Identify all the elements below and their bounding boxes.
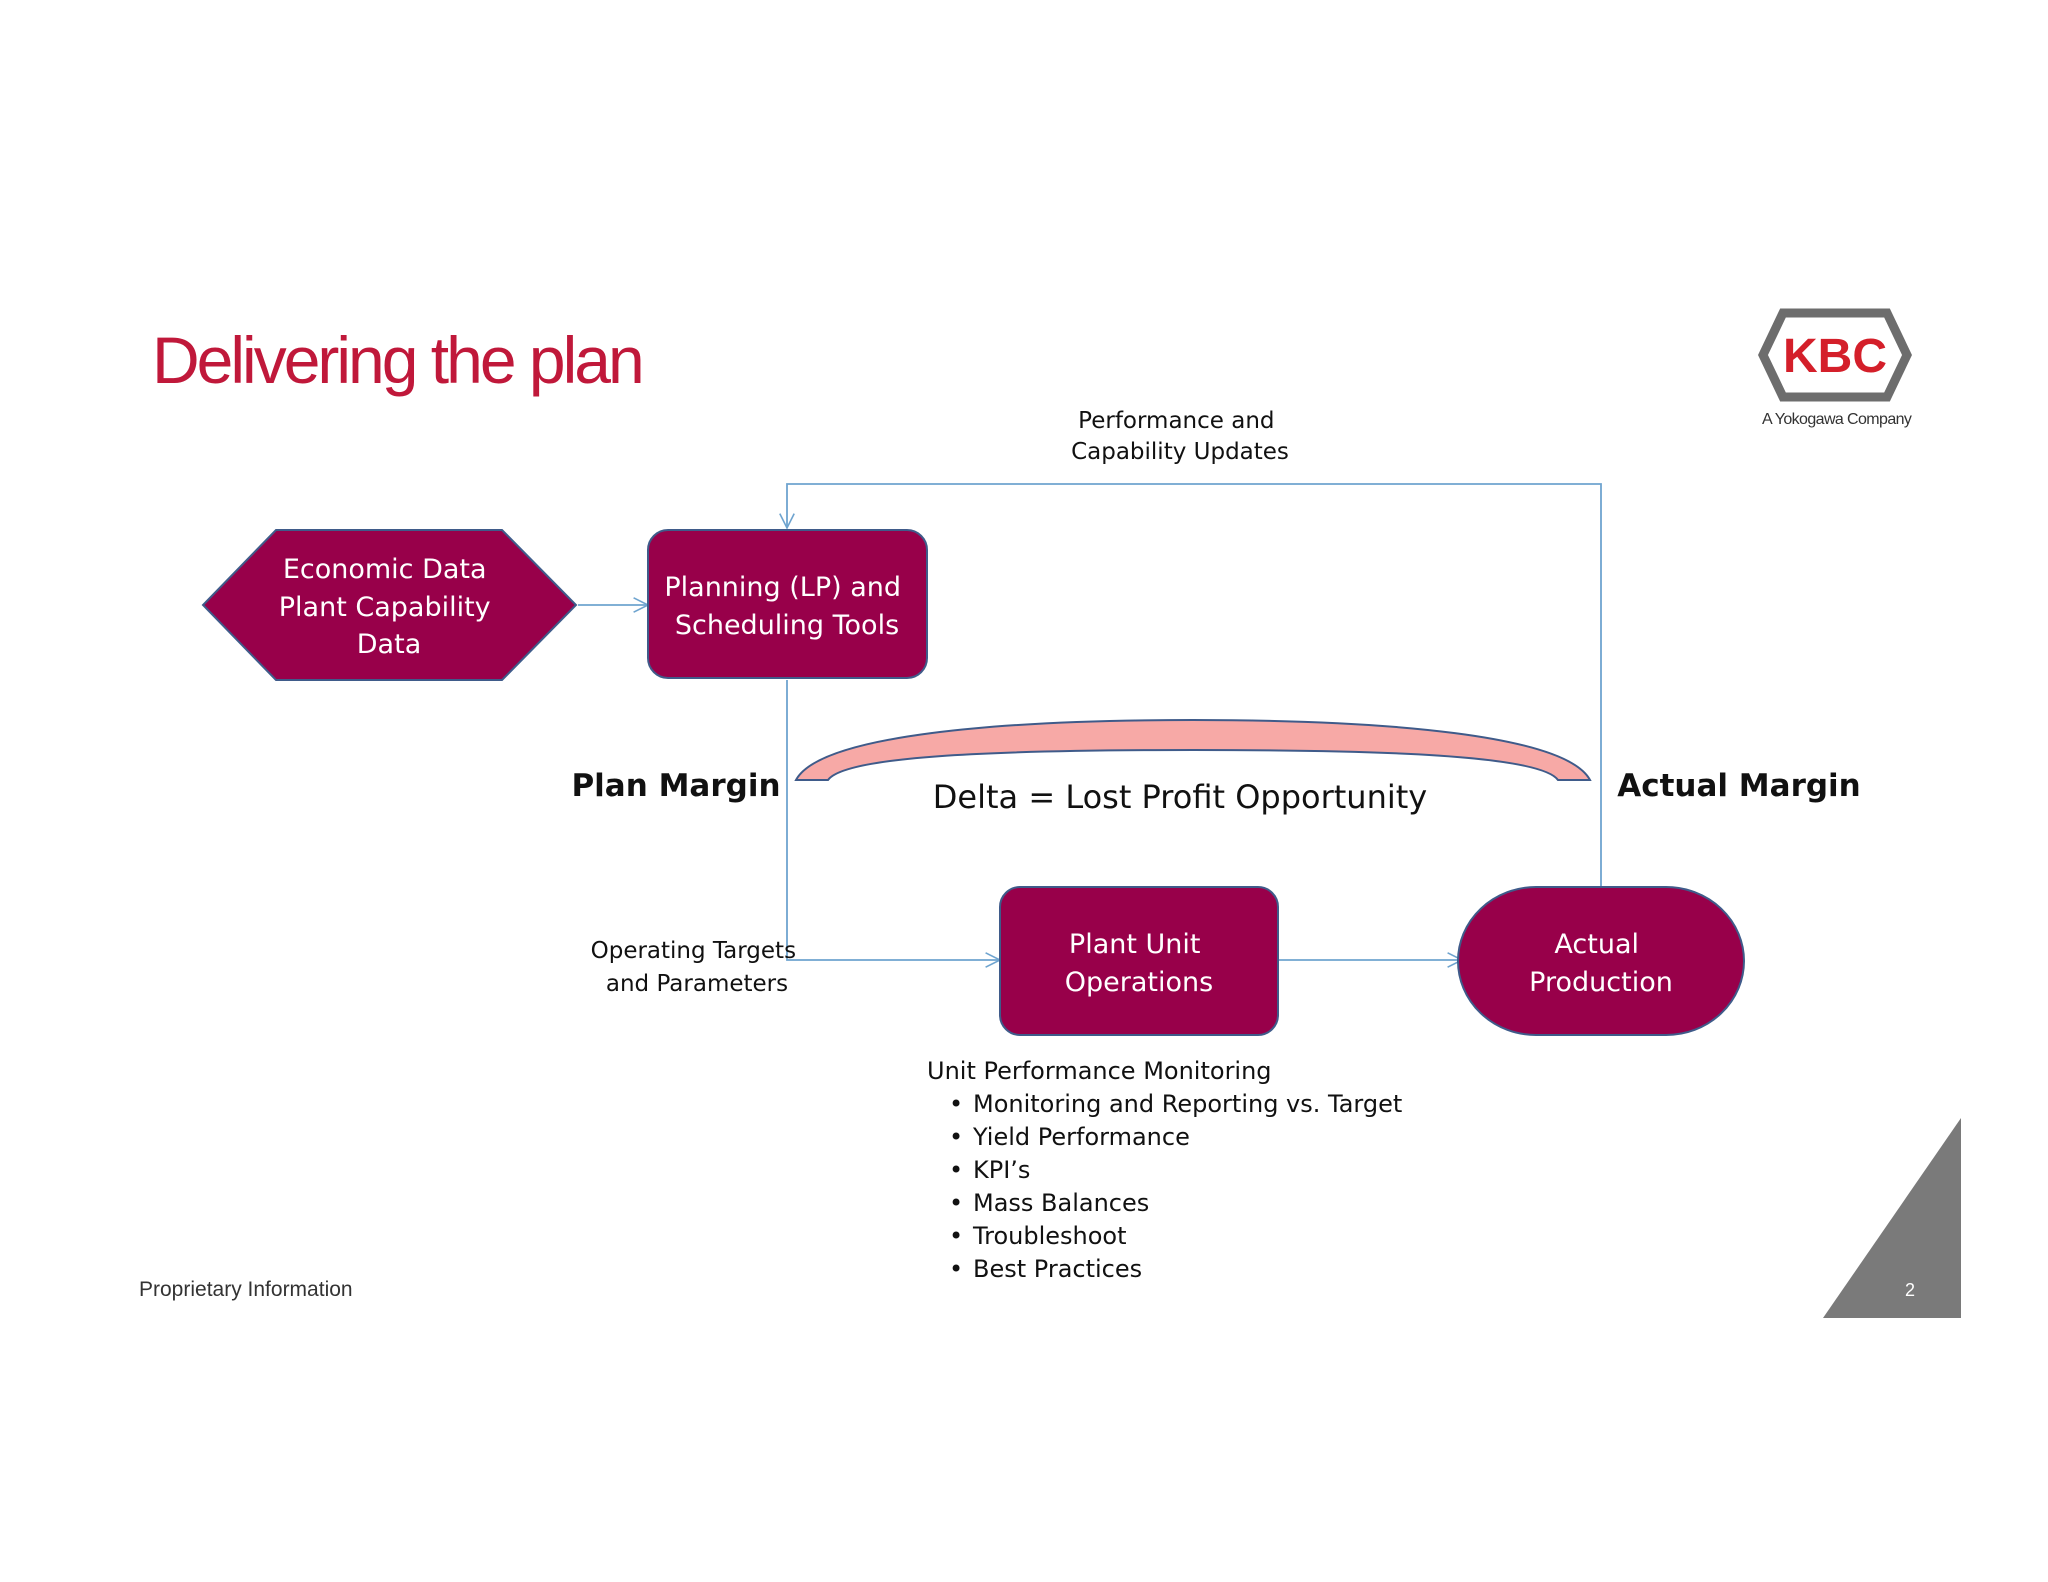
list-item: Yield Performance	[949, 1121, 1402, 1154]
monitoring-block: Unit Performance Monitoring Monitoring a…	[927, 1055, 1402, 1286]
list-item: Troubleshoot	[949, 1220, 1402, 1253]
feedback-label: Performance and Capability Updates	[1071, 408, 1289, 465]
monitoring-heading: Unit Performance Monitoring	[927, 1057, 1272, 1085]
connector-feedback-loop	[787, 483, 1602, 887]
kbc-logo-icon: KBC	[1758, 308, 1912, 402]
corner-triangle	[1823, 1118, 1961, 1318]
list-item: KPI’s	[949, 1154, 1402, 1187]
node-economic-data: Economic Data Plant Capability Data	[201, 529, 578, 681]
footer-proprietary: Proprietary Information	[139, 1278, 353, 1301]
node-plant-unit-operations: Plant Unit Operations	[999, 886, 1279, 1036]
monitoring-list: Monitoring and Reporting vs. Target Yiel…	[927, 1088, 1402, 1286]
node-actual-production-label: Actual Production	[1529, 929, 1673, 998]
list-item: Monitoring and Reporting vs. Target	[949, 1088, 1402, 1121]
node-planning-tools: Planning (LP) and Scheduling Tools	[647, 529, 928, 679]
operating-targets-label: Operating Targets and Parameters	[591, 938, 804, 997]
node-actual-production: Actual Production	[1457, 886, 1745, 1036]
logo-mark: KBC	[1783, 330, 1887, 383]
slide-title: Delivering the plan	[152, 323, 645, 397]
page-number: 2	[1905, 1280, 1916, 1300]
connector-planning-to-operations	[786, 680, 1000, 960]
plan-margin-label: Plan Margin	[571, 768, 780, 804]
actual-margin-label: Actual Margin	[1617, 768, 1861, 804]
node-planning-tools-label: Planning (LP) and Scheduling Tools	[664, 572, 909, 641]
delta-label: Delta = Lost Profit Opportunity	[933, 778, 1427, 816]
logo-subtitle: A Yokogawa Company	[1762, 411, 1912, 428]
list-item: Best Practices	[949, 1253, 1402, 1286]
delta-brace	[794, 718, 1592, 781]
list-item: Mass Balances	[949, 1187, 1402, 1220]
node-economic-data-label: Economic Data Plant Capability Data	[279, 554, 500, 660]
node-plant-unit-operations-label: Plant Unit Operations	[1065, 929, 1213, 998]
